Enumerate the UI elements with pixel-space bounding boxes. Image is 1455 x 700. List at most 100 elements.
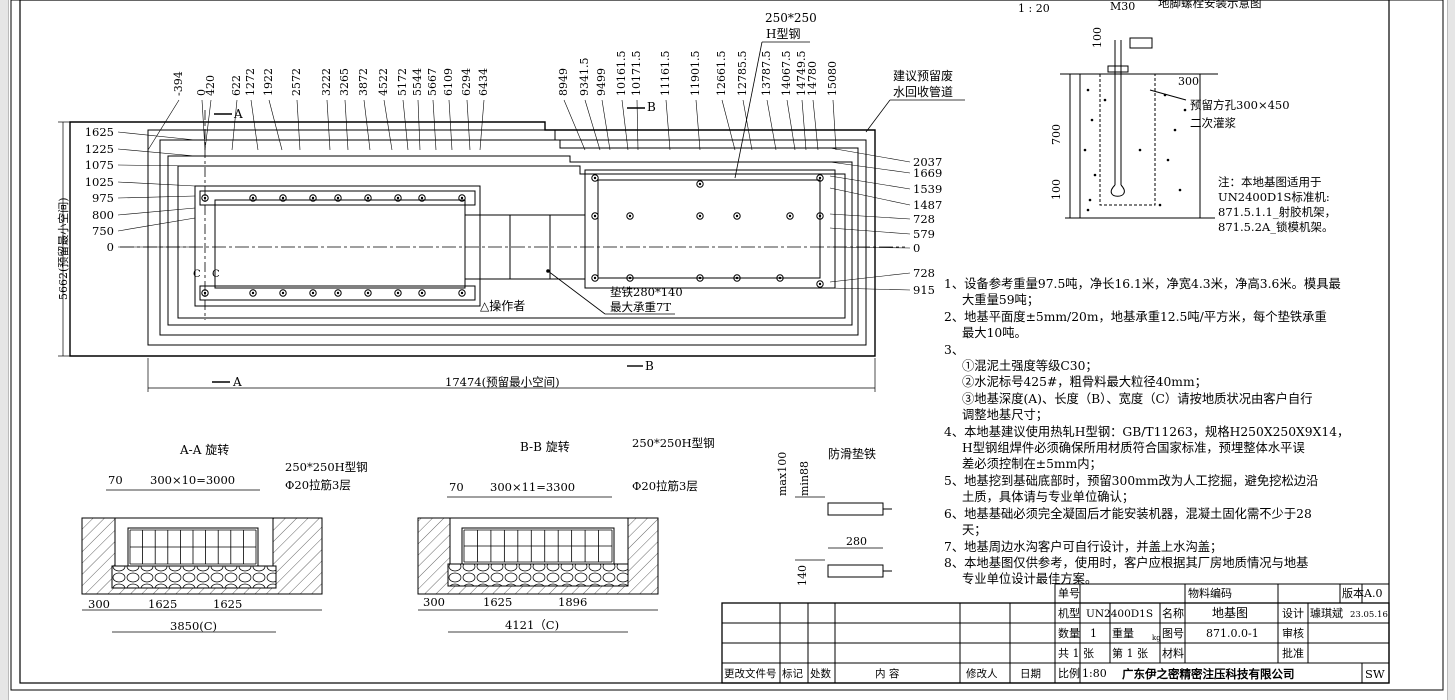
top-dim-leader	[601, 99, 611, 151]
left-dim-label: 975	[92, 191, 114, 205]
anchor-bolt-center	[203, 196, 207, 200]
right-dim-label: 915	[913, 283, 935, 297]
section-c-1: C	[193, 269, 201, 280]
drain-label-1: 建议预留废	[893, 68, 953, 83]
top-dim-label: 6109	[442, 68, 455, 96]
anchor-bolt	[591, 274, 599, 282]
anchor-bolt	[458, 194, 466, 202]
top-dim-label: 4522	[377, 68, 390, 96]
right-dim-label: 1539	[913, 182, 942, 196]
top-dim-label: 3872	[357, 68, 370, 96]
right-dim-label: 728	[913, 212, 935, 226]
tb-date: 23.05.16	[1350, 610, 1388, 620]
tb-weight-unit: kg	[1152, 634, 1161, 642]
top-dim-leader	[742, 99, 753, 151]
section-bb-title: B-B 旋转	[520, 439, 570, 454]
right-dim-leader	[829, 272, 911, 283]
top-dim-leader	[402, 99, 409, 151]
aa-dim-top: 300×10=3000	[150, 473, 235, 487]
note-5a: 5、地基挖到基础底部时，预留300mm改为人工挖掘，避免挖松边沿	[944, 473, 1319, 488]
tb-drawing-no: 871.0.0-1	[1206, 627, 1259, 640]
tb-scale: 1:80	[1082, 667, 1107, 680]
anchor-bolt-center	[396, 291, 400, 295]
anchor-bolt-center	[788, 214, 792, 218]
drain-label-2: 水回收管道	[893, 84, 953, 99]
top-dim-label: 14749.5	[795, 51, 808, 97]
right-dim-label: 579	[913, 227, 935, 241]
left-dim-label: 1625	[85, 125, 114, 139]
tb-model-label: 机型	[1058, 606, 1080, 620]
anchor-bolt-center	[336, 196, 340, 200]
tb-name: 地基图	[1212, 606, 1248, 620]
section-a-top: A	[233, 107, 243, 121]
concrete-dot	[1088, 198, 1092, 202]
shim-label-1: 垫铁280*140	[610, 285, 683, 299]
right-dim-label: 1487	[913, 198, 942, 212]
top-dim-label: 3222	[320, 68, 333, 96]
anchor-bolt-center	[698, 214, 702, 218]
anchor-bolt-center	[460, 291, 464, 295]
viewer-right-edge	[1447, 0, 1455, 700]
left-dim-label: 1225	[85, 142, 114, 156]
section-aa-rebar	[129, 529, 257, 565]
bolt-dim-700: 700	[1050, 124, 1063, 145]
top-dim-label: 2572	[290, 68, 303, 96]
anchor-bolt-center	[818, 282, 822, 286]
right-dim-leader	[829, 287, 911, 291]
top-dim-label: 5667	[426, 68, 439, 96]
top-dim-label: 1922	[262, 68, 275, 96]
anchor-bolt	[334, 289, 342, 297]
top-dim-leader	[721, 99, 736, 151]
anchor-bolt	[626, 212, 634, 220]
tb-rev-mark: 标记	[782, 668, 803, 680]
outer-border	[10, 0, 1444, 691]
section-c-2: C	[212, 269, 220, 280]
anchor-bolt	[201, 289, 209, 297]
note-1a: 1、设备参考重量97.5吨，净长16.1米，净宽4.3米，净高3.6米。模具最	[944, 277, 1341, 291]
top-dim-label: 10161.5	[615, 51, 628, 97]
top-dim-leader	[147, 99, 180, 151]
anti-slip-w: 280	[846, 535, 867, 548]
aa-dim-70: 70	[108, 473, 123, 487]
bolt-dim-100b: 100	[1050, 179, 1063, 200]
top-dim-label: -394	[172, 71, 185, 96]
width-label: 17474(预留最小空间)	[445, 375, 560, 389]
top-dim-leader	[201, 99, 206, 151]
top-dim-leader	[832, 99, 837, 151]
tb-company: 广东伊之密精密注压科技有限公司	[1122, 667, 1295, 681]
right-dim-leader	[829, 175, 911, 190]
scale-top: 1 : 20	[1018, 2, 1050, 15]
tb-version: A.0	[1363, 587, 1382, 600]
anchor-bolt-center	[251, 196, 255, 200]
tb-sw: SW	[1365, 667, 1385, 681]
anchor-bolt-center	[396, 196, 400, 200]
left-dim-leader	[117, 217, 196, 232]
aa-beam: 250*250H型钢	[285, 460, 368, 474]
anchor-bolt	[786, 212, 794, 220]
tb-rev-file: 更改文件号	[724, 667, 777, 680]
tb-drawing-no-label: 图号	[1162, 627, 1184, 640]
concrete-dot	[1173, 128, 1177, 132]
right-dim-leader	[829, 246, 911, 249]
concrete-dot	[1158, 203, 1162, 207]
anchor-bolt-center	[735, 276, 739, 280]
bb-dim-70: 70	[449, 480, 464, 494]
operator-label: △操作者	[480, 298, 525, 313]
rail-top	[199, 190, 476, 206]
note-8a: 8、本地基图仅供参考，使用时，客户应根据其厂房地质情况与地基	[944, 555, 1309, 570]
tb-rev-content: 内 容	[875, 667, 900, 680]
hole-label-1: 预留方孔300×450	[1190, 98, 1290, 112]
concrete-texture	[1083, 88, 1187, 212]
anchor-bolt	[626, 274, 634, 282]
anchor-bolt-center	[336, 291, 340, 295]
top-dim-leader	[204, 99, 212, 151]
left-dim-label: 1075	[85, 158, 114, 172]
bolt-title: 地脚螺栓安装示意图	[1158, 0, 1262, 10]
right-dim-label: 728	[913, 266, 935, 280]
top-dim-label: 622	[230, 75, 243, 96]
top-dim-leader	[268, 99, 283, 151]
anchor-bolt	[591, 174, 599, 182]
section-a-bottom: A	[232, 375, 242, 389]
concrete-dot	[1083, 148, 1087, 152]
